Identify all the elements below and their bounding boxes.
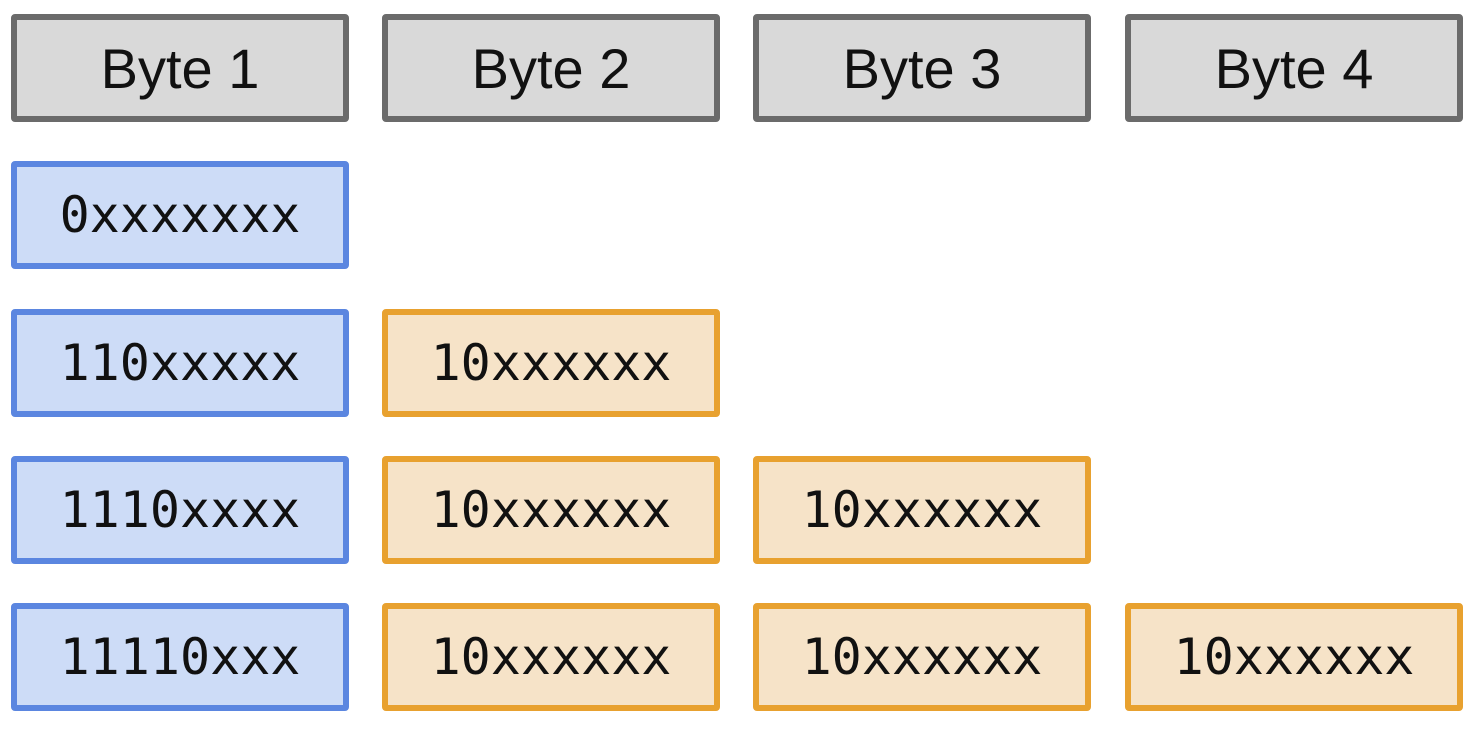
row1-lead-byte: 0xxxxxxx xyxy=(11,161,349,269)
header-byte-3: Byte 3 xyxy=(753,14,1091,122)
row4-lead-byte: 11110xxx xyxy=(11,603,349,711)
header-byte-4: Byte 4 xyxy=(1125,14,1463,122)
row3-lead-byte: 1110xxxx xyxy=(11,456,349,564)
row2-continuation-byte-1: 10xxxxxx xyxy=(382,309,720,417)
row3-continuation-byte-1: 10xxxxxx xyxy=(382,456,720,564)
row3-continuation-byte-2: 10xxxxxx xyxy=(753,456,1091,564)
row2-lead-byte: 110xxxxx xyxy=(11,309,349,417)
row4-continuation-byte-1: 10xxxxxx xyxy=(382,603,720,711)
header-byte-1: Byte 1 xyxy=(11,14,349,122)
header-byte-2: Byte 2 xyxy=(382,14,720,122)
row4-continuation-byte-2: 10xxxxxx xyxy=(753,603,1091,711)
row4-continuation-byte-3: 10xxxxxx xyxy=(1125,603,1463,711)
